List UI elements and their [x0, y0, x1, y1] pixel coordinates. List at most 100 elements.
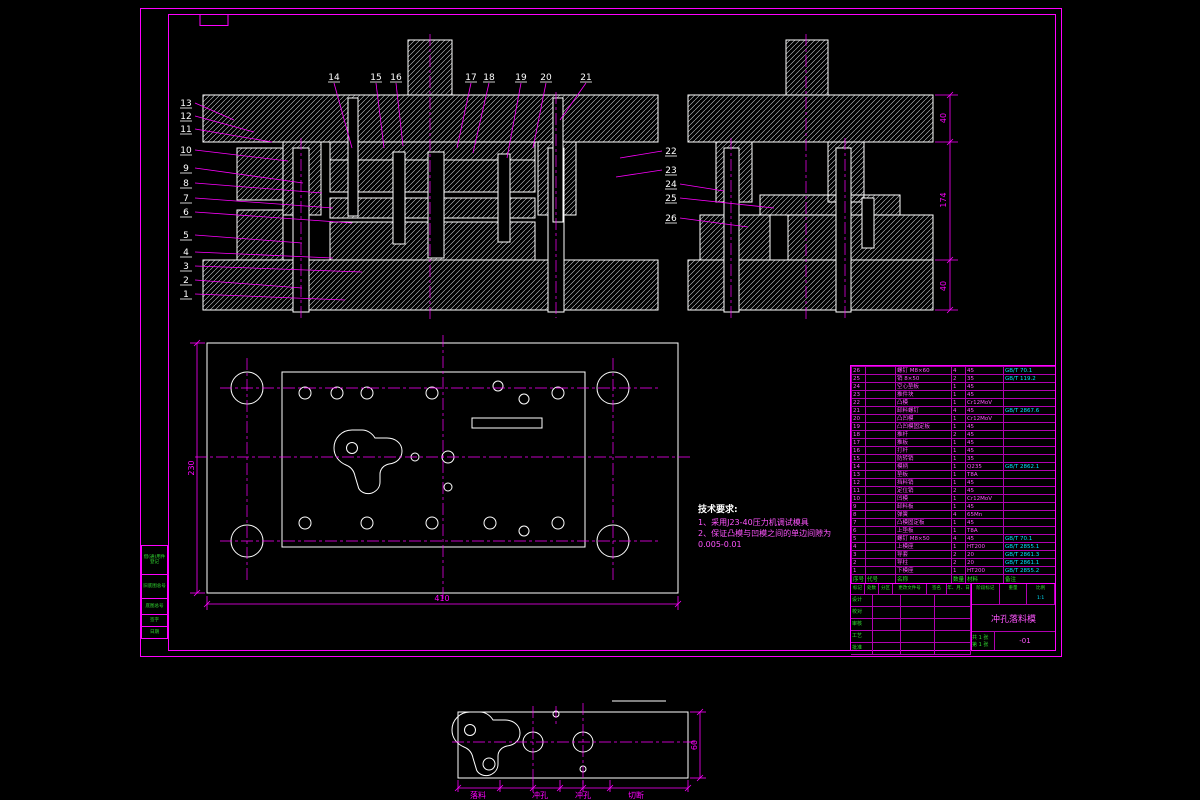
callout-14: 14 [328, 73, 340, 83]
bom-cell: 销 8×50 [895, 374, 951, 382]
stage-cell: 阶段标记 [972, 584, 1000, 604]
bom-cell: Cr12MoV [965, 494, 1003, 502]
callout-3: 3 [183, 262, 189, 272]
section-view-right [687, 39, 934, 313]
signature-row: 工艺 [851, 631, 971, 643]
bom-cell: 18 [851, 430, 865, 438]
bom-cell: 19 [851, 422, 865, 430]
signature-label: 批准 [851, 643, 873, 654]
bom-cell: 上垫板 [895, 526, 951, 534]
bom-cell [865, 470, 895, 478]
callout-20: 20 [540, 73, 552, 83]
margin-box: 签字 [141, 615, 168, 627]
drawing-title: 冲孔落料模 [972, 605, 1055, 632]
callout-21: 21 [580, 73, 591, 83]
bom-cell: HT200 [965, 566, 1003, 574]
bom-cell: 2 [951, 558, 965, 566]
bom-cell: 12 [851, 478, 865, 486]
callout-10: 10 [180, 146, 192, 156]
bom-cell: Cr12MoV [965, 398, 1003, 406]
bom-cell: 22 [851, 398, 865, 406]
leader-line [194, 251, 334, 259]
callout-22: 22 [665, 147, 676, 157]
leader-line [194, 128, 273, 143]
tech-req-line-1: 1、采用J23-40压力机调试模具 [698, 518, 809, 527]
bom-cell: 1 [951, 542, 965, 550]
bom-cell: 导柱 [895, 558, 951, 566]
leader-line [194, 234, 303, 244]
bom-cell: 20 [965, 558, 1003, 566]
leader-line [333, 82, 353, 149]
weight-label: 重量 [1008, 586, 1018, 591]
title-block-right: 阶段标记 重量 比例 1:1 冲孔落料模 共 1 张 第 1 张 -01 [972, 584, 1056, 650]
signature-field [935, 595, 971, 606]
strip-view [451, 700, 689, 779]
bom-cell: 7 [851, 518, 865, 526]
title-block: 标记处数分区更改文件号签名年、月、日 设计校对审核工艺批准 阶段标记 重量 比例… [850, 583, 1056, 655]
bom-cell: 1 [951, 446, 965, 454]
bom-cell: 8 [851, 510, 865, 518]
tech-req-line-3: 0.005-0.01 [698, 540, 742, 550]
bom-cell: 45 [965, 486, 1003, 494]
bom-cell [865, 510, 895, 518]
bom-cell: 20 [851, 414, 865, 422]
dimension-ticks [193, 91, 954, 792]
bom-cell [1003, 454, 1055, 462]
bom-cell: 1 [951, 470, 965, 478]
bom-cell: 模柄 [895, 462, 951, 470]
bom-cell: 1 [951, 414, 965, 422]
margin-box: 借(通)用件登记 [141, 545, 168, 575]
bom-header-cell: 代号 [865, 574, 895, 584]
bom-cell: 推件块 [895, 390, 951, 398]
bom-cell: 打杆 [895, 446, 951, 454]
bom-cell [1003, 502, 1055, 510]
bom-cell: 45 [965, 534, 1003, 542]
signature-label: 工艺 [851, 631, 873, 642]
leader-line [194, 197, 334, 209]
bom-cell: 凸模 [895, 398, 951, 406]
change-label: 年、月、日 [947, 584, 971, 594]
signature-field [873, 595, 901, 606]
bom-cell: GB/T 2867.6 [1003, 406, 1055, 414]
bom-cell: 45 [965, 406, 1003, 414]
bom-cell: 65Mn [965, 510, 1003, 518]
bom-cell: 2 [951, 430, 965, 438]
bom-cell: 垫板 [895, 470, 951, 478]
signature-label: 设计 [851, 595, 873, 606]
bom-cell [865, 446, 895, 454]
bom-cell: 上模座 [895, 542, 951, 550]
tick [696, 708, 704, 716]
scale-cell: 比例 1:1 [1027, 584, 1056, 604]
tech-req-line-2: 2、保证凸模与凹模之间的单边间隙为 [698, 529, 832, 539]
bom-cell [865, 542, 895, 550]
bom-cell: 45 [965, 382, 1003, 390]
bom-cell: 1 [951, 438, 965, 446]
bom-cell: GB/T 2861.3 [1003, 550, 1055, 558]
leader-line [194, 211, 353, 224]
bom-cell: 弹簧 [895, 510, 951, 518]
dim-plan-width: 410 [434, 594, 449, 603]
bom-cell: 14 [851, 462, 865, 470]
bom-cell: HT200 [965, 542, 1003, 550]
bom-cell: 5 [851, 534, 865, 542]
bom-cell: Cr12MoV [965, 414, 1003, 422]
bom-cell: 2 [851, 558, 865, 566]
bom-cell: 3 [851, 550, 865, 558]
bom-cell: 24 [851, 382, 865, 390]
callout-8: 8 [183, 179, 189, 189]
margin-box: 旧底图总号 [141, 575, 168, 599]
signature-label: 审核 [851, 619, 873, 630]
bom-cell: 45 [965, 478, 1003, 486]
bom-cell: 45 [965, 430, 1003, 438]
bom-cell: 防转销 [895, 454, 951, 462]
bom-cell: 1 [951, 422, 965, 430]
bom-cell: 定位销 [895, 486, 951, 494]
